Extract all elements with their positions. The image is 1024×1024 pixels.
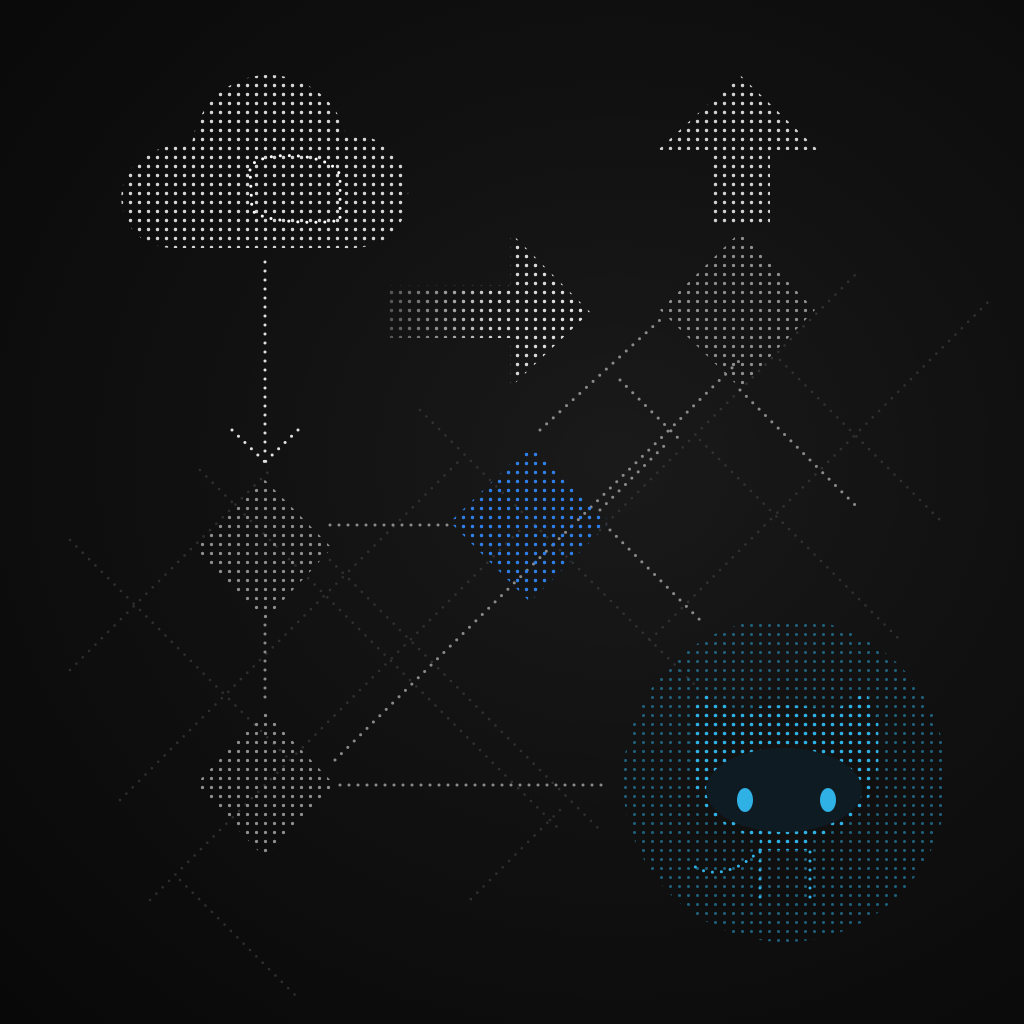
connector-lines bbox=[263, 318, 862, 787]
arrow-right-icon bbox=[385, 232, 590, 388]
arrow-up-icon bbox=[658, 75, 818, 225]
cloud-icon bbox=[121, 75, 409, 249]
diamond-node-left-middle bbox=[195, 480, 332, 620]
arrow-down-icon bbox=[230, 260, 300, 464]
diamond-node-blue bbox=[450, 445, 610, 602]
diamond-node-top-right bbox=[660, 232, 815, 388]
diamond-node-bottom-left bbox=[195, 712, 335, 858]
octocat-icon bbox=[623, 618, 947, 942]
